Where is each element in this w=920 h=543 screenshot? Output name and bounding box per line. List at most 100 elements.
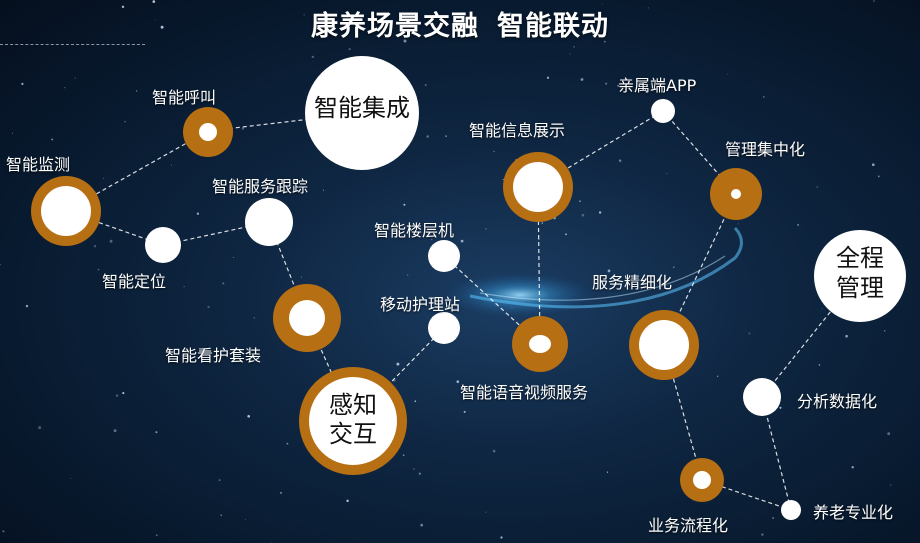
link-analysis-management <box>761 274 861 398</box>
star <box>565 233 567 236</box>
star <box>603 40 606 43</box>
star <box>196 212 200 215</box>
star <box>601 3 603 5</box>
label-smart-service-tracking: 智能服务跟踪 <box>212 177 309 196</box>
star <box>647 7 649 9</box>
star <box>51 138 54 141</box>
star <box>124 120 126 123</box>
star <box>445 135 447 137</box>
star <box>493 150 495 153</box>
star <box>241 127 245 130</box>
hub-smart-integration: 智能集成 <box>305 56 419 170</box>
hub-perception-line-1: 感知 <box>329 391 377 419</box>
star <box>403 203 406 206</box>
node-centralized-management <box>710 168 762 220</box>
hub-perception-interaction: 感知 交互 <box>299 367 407 475</box>
star <box>279 491 283 494</box>
star <box>618 159 622 162</box>
star <box>890 484 892 486</box>
star <box>546 76 550 79</box>
link-info-voice <box>537 185 541 345</box>
star <box>883 330 886 332</box>
star <box>666 173 668 175</box>
star <box>402 454 405 457</box>
star <box>403 39 407 43</box>
star <box>122 392 125 395</box>
star <box>873 0 875 2</box>
star <box>617 84 620 87</box>
label-process-business: 业务流程化 <box>648 516 729 535</box>
star <box>170 164 172 166</box>
node-elderly-care-specialization <box>781 500 801 520</box>
node-smart-floor-unit <box>428 240 460 272</box>
star <box>346 499 349 503</box>
star <box>407 274 409 276</box>
star <box>573 46 575 48</box>
star <box>717 375 719 377</box>
label-elderly-care-specialization: 养老专业化 <box>813 503 894 522</box>
star <box>413 468 415 470</box>
star <box>348 48 351 51</box>
star <box>748 332 751 335</box>
star <box>270 541 272 543</box>
star <box>598 211 602 214</box>
star <box>580 78 584 81</box>
label-centralized-management: 管理集中化 <box>725 140 806 159</box>
star <box>541 222 544 224</box>
star <box>763 96 765 98</box>
hub-management-line-1: 全程 <box>836 244 884 272</box>
star <box>0 263 1 266</box>
label-smart-call: 智能呼叫 <box>152 88 217 107</box>
star <box>155 534 158 537</box>
star <box>301 276 303 278</box>
star <box>303 14 305 16</box>
star <box>426 135 429 138</box>
star <box>604 82 608 85</box>
star <box>103 177 105 179</box>
hub-smart-integration-label: 智能集成 <box>314 94 410 122</box>
star <box>113 429 117 433</box>
star <box>453 27 456 30</box>
star <box>414 400 417 402</box>
star <box>253 190 255 193</box>
star <box>11 132 13 134</box>
star <box>396 362 400 366</box>
star <box>492 449 496 453</box>
star <box>737 223 739 225</box>
star <box>152 0 156 3</box>
star <box>418 472 421 475</box>
star <box>569 53 571 55</box>
star <box>509 12 511 14</box>
node-smart-monitoring <box>31 176 101 246</box>
node-smart-voice-video <box>512 316 568 372</box>
star <box>218 479 221 482</box>
star <box>384 297 387 300</box>
star <box>115 394 119 397</box>
star <box>323 189 325 191</box>
node-mobile-nursing-station <box>428 312 460 344</box>
hub-full-management: 全程 管理 <box>814 230 906 322</box>
page-title: 康养场景交融智能联动 <box>0 4 920 43</box>
star <box>424 84 427 86</box>
star <box>877 175 880 178</box>
label-data-analysis: 分析数据化 <box>797 392 878 411</box>
star <box>247 414 251 418</box>
star <box>16 167 19 170</box>
star <box>818 364 821 366</box>
star <box>673 266 675 268</box>
star <box>581 213 585 217</box>
hub-perception-line-2: 交互 <box>329 420 377 448</box>
star <box>155 431 158 434</box>
label-smart-monitoring: 智能监测 <box>6 155 71 174</box>
label-smart-care-kit: 智能看护套装 <box>165 346 262 365</box>
star <box>607 269 611 273</box>
star <box>845 334 848 338</box>
label-smart-floor-unit: 智能楼层机 <box>374 221 455 240</box>
star <box>222 282 225 285</box>
star <box>97 268 100 271</box>
star <box>606 471 609 473</box>
star <box>822 308 824 310</box>
star <box>207 306 210 309</box>
star <box>887 432 891 436</box>
